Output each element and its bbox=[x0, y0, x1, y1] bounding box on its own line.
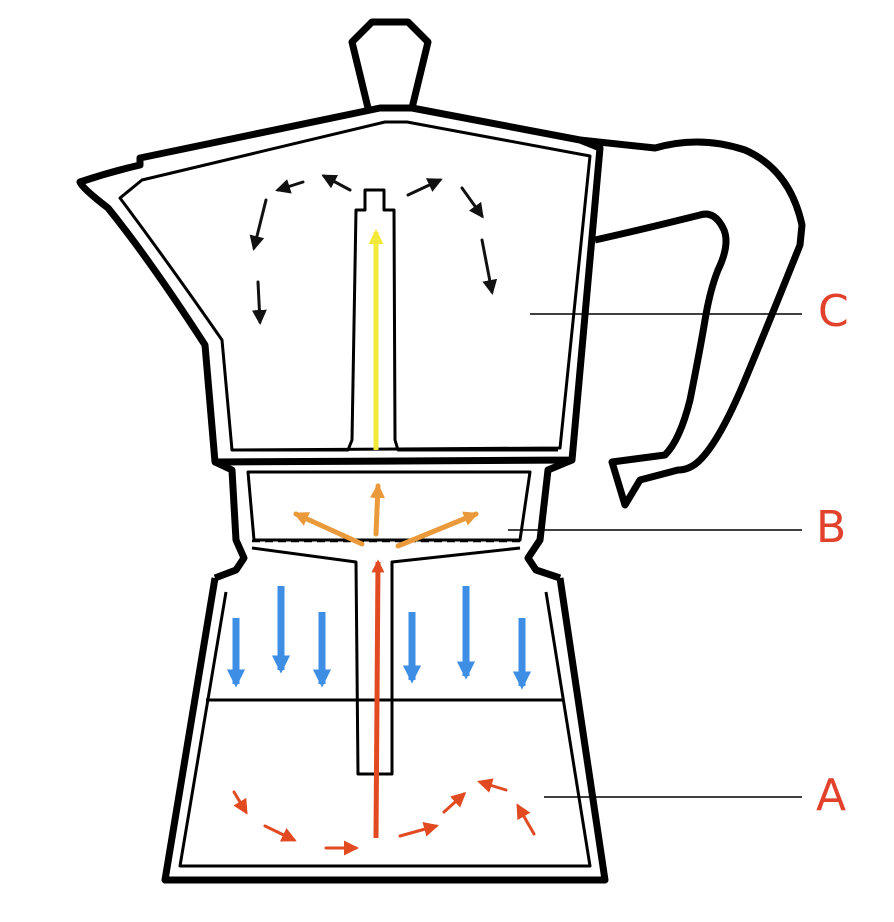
heat-arrow bbox=[516, 803, 536, 836]
upper-body-outer bbox=[76, 104, 604, 466]
heat-arrow bbox=[232, 790, 248, 815]
filter-section bbox=[213, 456, 574, 582]
heat-arrow bbox=[477, 778, 508, 793]
flow-arrow bbox=[249, 198, 268, 251]
water-rise-arrow bbox=[371, 559, 385, 839]
coffee-flow-arrows bbox=[249, 174, 498, 325]
flow-arrow bbox=[251, 280, 267, 325]
label-lower-chamber: A bbox=[816, 770, 847, 821]
filter-arrow bbox=[370, 483, 385, 537]
heat-convection-arrows bbox=[232, 778, 536, 856]
filter-arrow bbox=[293, 511, 365, 547]
pressure-arrows bbox=[226, 586, 532, 690]
label-filter-basket: B bbox=[816, 502, 847, 553]
filter-arrow bbox=[395, 511, 479, 549]
label-upper-chamber: C bbox=[818, 286, 849, 337]
callout-lines bbox=[508, 313, 802, 798]
heat-arrow bbox=[398, 821, 439, 838]
flow-arrow bbox=[460, 186, 484, 219]
pot-handle bbox=[579, 136, 806, 509]
lid-knob bbox=[348, 18, 432, 109]
upper-tube bbox=[240, 188, 558, 452]
upper-body-inner bbox=[118, 120, 592, 452]
lower-chamber bbox=[161, 546, 609, 884]
lower-body-inner bbox=[178, 591, 592, 868]
flow-arrow bbox=[406, 178, 443, 197]
flow-arrow bbox=[321, 174, 352, 192]
upper-chamber bbox=[76, 18, 604, 466]
heat-arrow bbox=[442, 791, 467, 814]
lower-body-outer bbox=[161, 577, 609, 884]
filter-flow-arrows bbox=[293, 483, 479, 549]
flow-arrow bbox=[480, 238, 498, 295]
flow-arrow bbox=[275, 179, 305, 194]
funnel-tube bbox=[251, 546, 521, 776]
heat-arrow bbox=[263, 824, 297, 842]
